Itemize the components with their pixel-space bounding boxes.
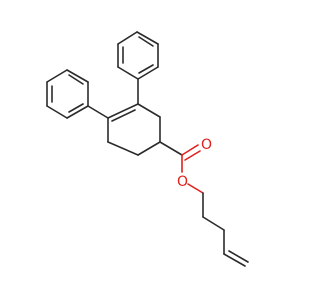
molecule-structure: O O (46, 31, 249, 267)
ring-double-bond (111, 109, 136, 122)
bond (107, 103, 139, 119)
bond (107, 141, 139, 156)
bond (117, 66, 139, 80)
bond (137, 141, 161, 156)
bond (136, 31, 159, 45)
bond (117, 31, 138, 45)
ester-single-bond (187, 183, 204, 194)
ester-group: O O (159, 137, 212, 190)
bond (46, 69, 68, 83)
bond (137, 66, 159, 80)
carbonyl-oxygen-label: O (201, 137, 212, 153)
aromatic-double-bond (68, 74, 84, 85)
carbonyl-double-bond (184, 150, 201, 161)
bond (137, 103, 161, 118)
bond (46, 105, 68, 119)
left-phenyl-ring (46, 69, 89, 119)
bond (202, 216, 225, 231)
bond (159, 141, 183, 156)
ester-oxygen-label: O (177, 174, 188, 190)
aromatic-double-bond (138, 64, 154, 74)
bond (66, 105, 89, 119)
upper-phenyl-ring (117, 31, 159, 80)
bond (87, 105, 109, 119)
aromatic-double-bond (68, 103, 84, 113)
terminal-double-bond (223, 253, 246, 267)
pentenyl-chain (187, 183, 249, 267)
terminal-double-bond (228, 250, 249, 263)
cyclohexene-ring (87, 78, 161, 156)
bond (66, 69, 89, 83)
aromatic-double-bond (138, 36, 154, 47)
carbonyl-double-bond (181, 144, 199, 156)
